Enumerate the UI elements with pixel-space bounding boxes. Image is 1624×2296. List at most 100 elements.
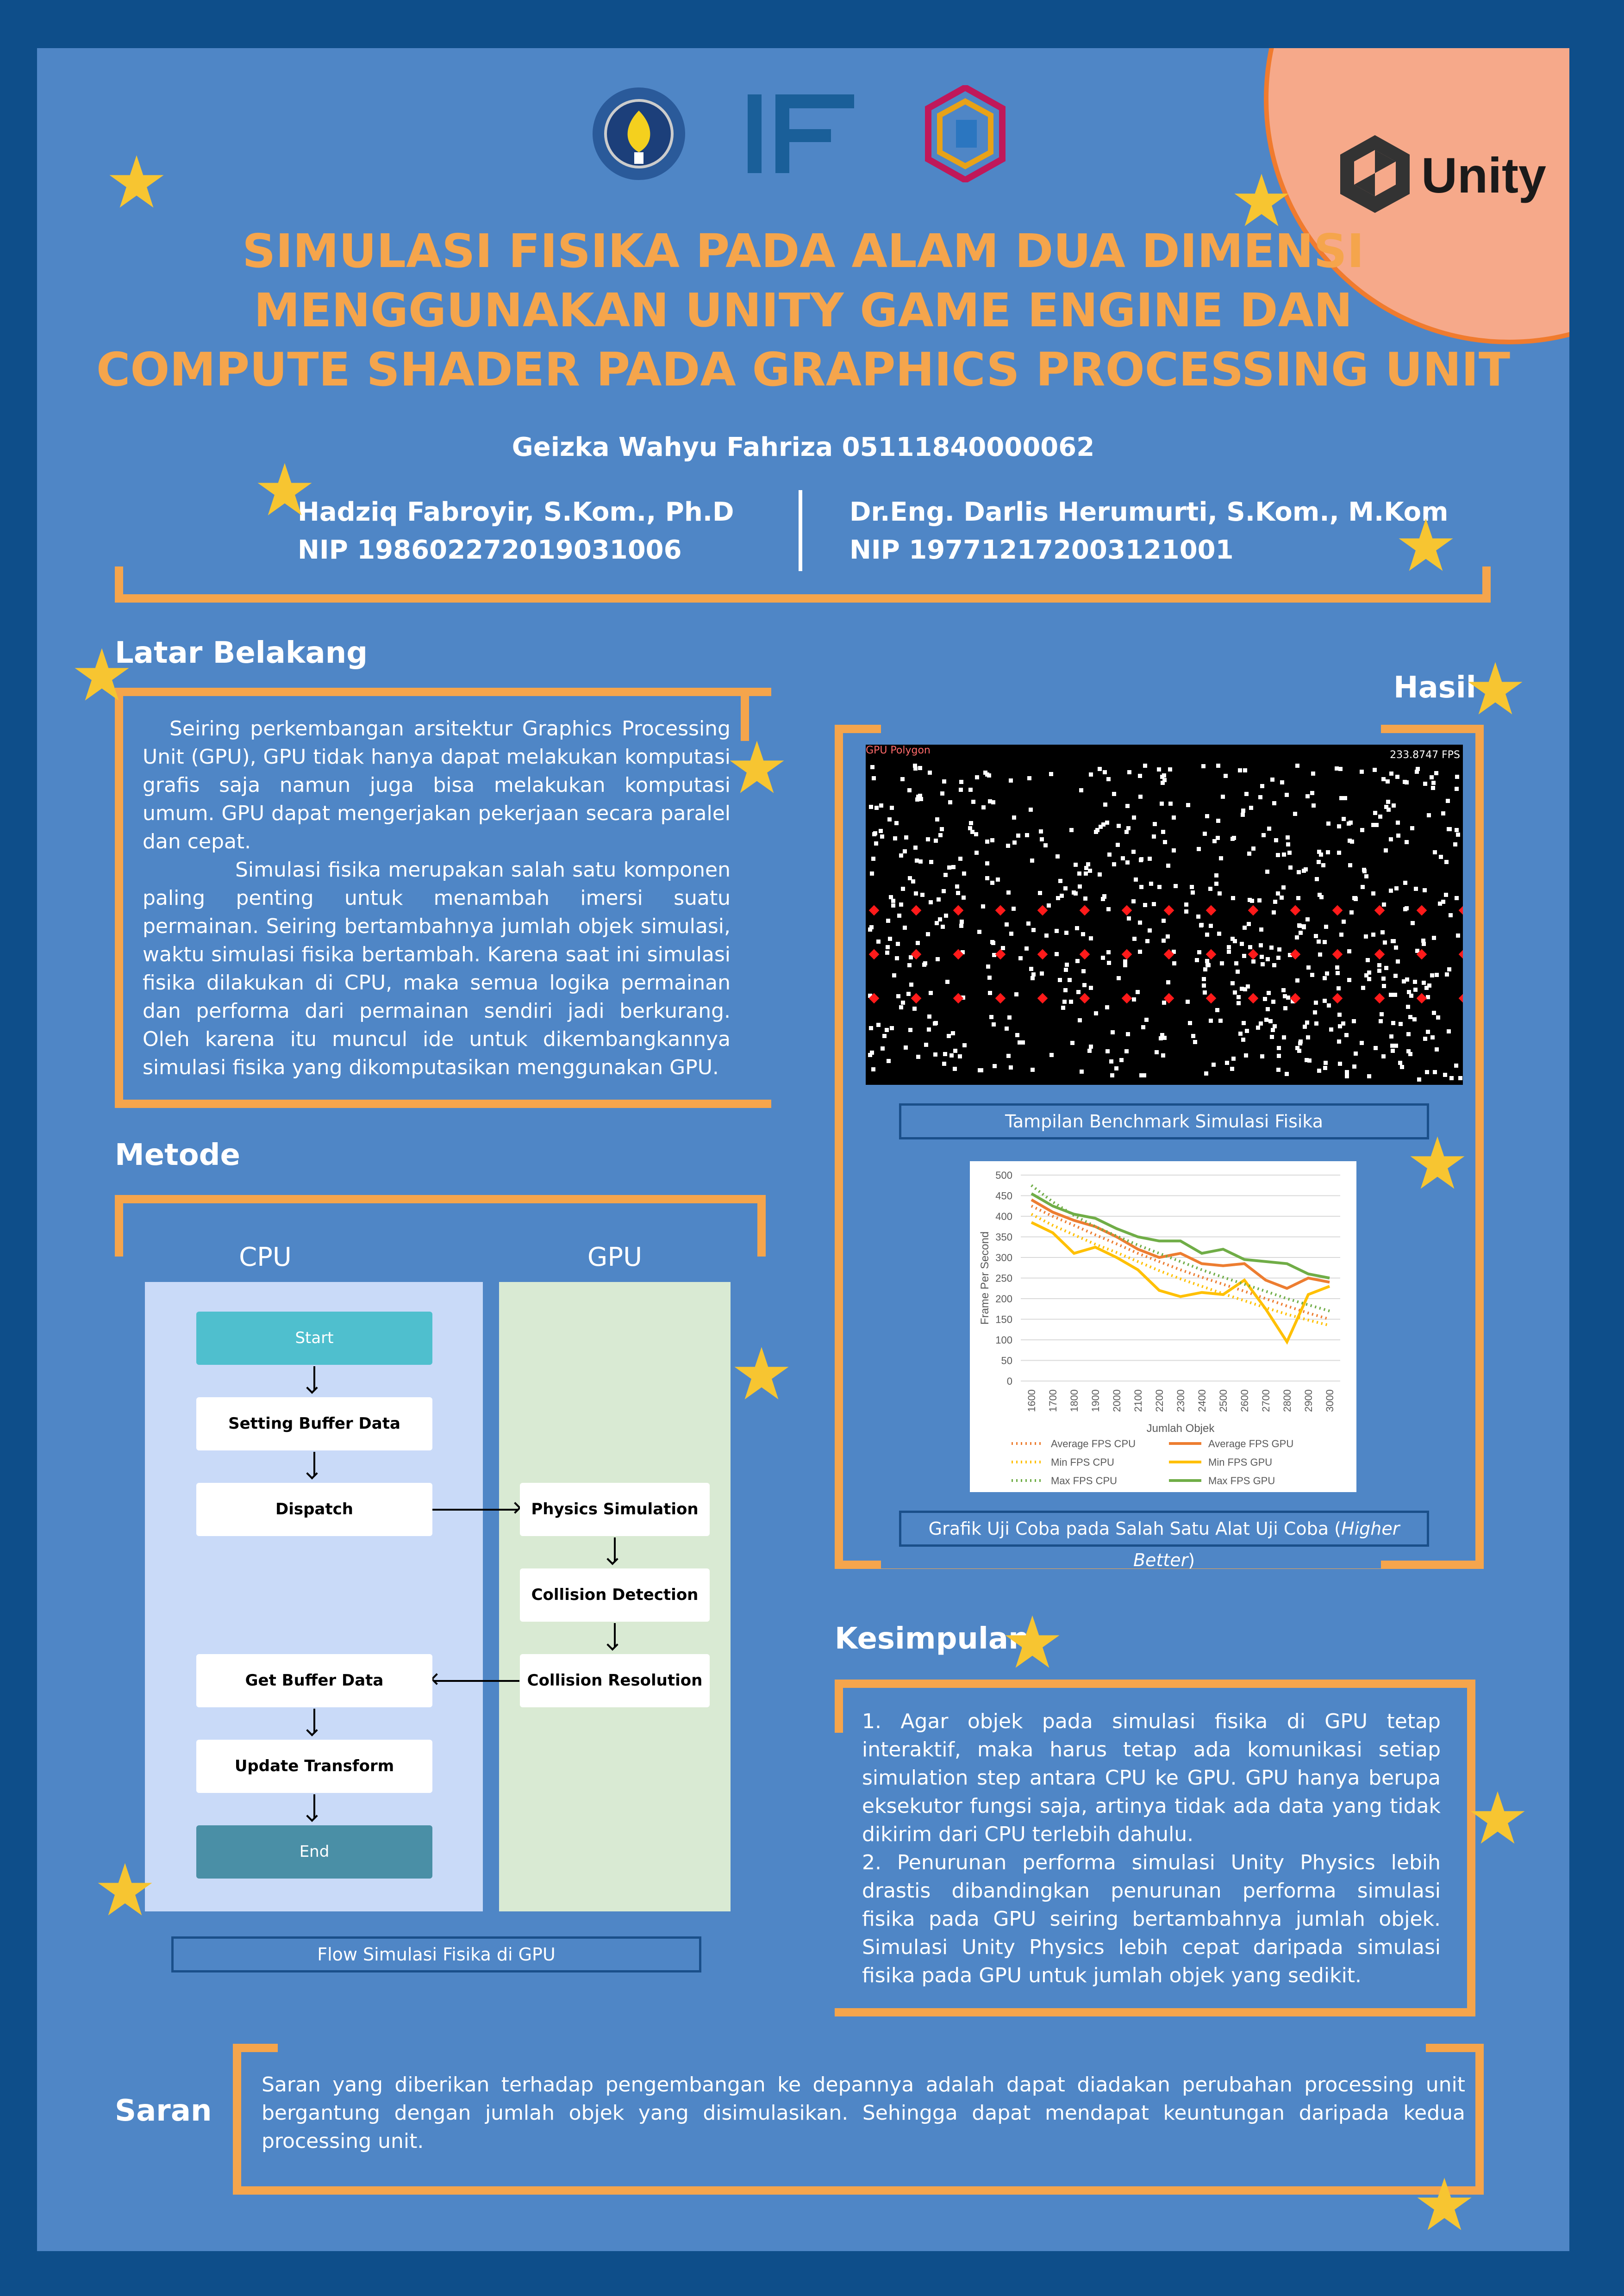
collision-detection-node: Collision Detection xyxy=(520,1568,710,1622)
particle xyxy=(1405,840,1409,844)
particle xyxy=(1144,1018,1149,1022)
particle xyxy=(916,1055,920,1059)
chart-caption: Grafik Uji Coba pada Salah Satu Alat Uji… xyxy=(899,1511,1429,1570)
particle xyxy=(1250,899,1254,903)
particle xyxy=(1272,910,1276,915)
particle xyxy=(948,800,952,804)
particle xyxy=(1191,1034,1195,1038)
particle xyxy=(1307,1058,1312,1063)
series-line xyxy=(1031,1198,1330,1290)
particle xyxy=(1265,870,1269,874)
particle xyxy=(977,930,981,934)
particle xyxy=(1143,903,1147,907)
particle xyxy=(1006,1054,1011,1058)
particle xyxy=(1281,885,1286,890)
particle xyxy=(897,914,901,918)
poster-panel: Unity SIMULASI FISIKA PADA ALAM DUA DIME… xyxy=(37,48,1569,2251)
particle xyxy=(927,1014,931,1019)
particle xyxy=(1107,961,1111,965)
particle xyxy=(951,865,956,869)
particle xyxy=(1012,907,1016,911)
particle xyxy=(1065,963,1069,967)
static-obstacle xyxy=(1163,905,1174,916)
particle xyxy=(1201,764,1206,768)
particle xyxy=(1455,896,1459,900)
star-icon xyxy=(1468,662,1523,715)
particle xyxy=(1027,776,1031,780)
particle xyxy=(1414,887,1418,891)
particle xyxy=(1445,972,1449,977)
particle xyxy=(1152,902,1156,906)
particle xyxy=(887,1059,891,1063)
particle xyxy=(1427,813,1431,817)
particle xyxy=(1112,862,1116,866)
particle xyxy=(1221,795,1225,799)
particle xyxy=(1103,770,1107,774)
particle xyxy=(1381,1054,1386,1058)
particle xyxy=(1260,784,1264,788)
static-obstacle xyxy=(911,993,922,1004)
particle xyxy=(1393,993,1397,997)
particle xyxy=(955,884,959,889)
particle xyxy=(1283,994,1287,998)
particle xyxy=(920,893,924,897)
particle xyxy=(1318,952,1322,957)
arrow-physics-collision xyxy=(614,1537,616,1562)
particle xyxy=(985,840,989,844)
particle xyxy=(1225,1061,1229,1065)
particle xyxy=(1186,803,1190,807)
supervisor-2-name: Dr.Eng. Darlis Herumurti, S.Kom., M.Kom xyxy=(849,497,1449,527)
particle xyxy=(1029,967,1033,971)
particle xyxy=(1276,1068,1280,1072)
particle xyxy=(1433,1070,1437,1074)
particle xyxy=(900,777,905,781)
particle xyxy=(1056,854,1060,859)
particle xyxy=(1168,767,1172,772)
fps-readout: 233.8747 FPS xyxy=(1390,749,1460,761)
particle xyxy=(1436,1015,1440,1020)
particle xyxy=(1243,926,1247,930)
particle xyxy=(1295,935,1299,940)
particle xyxy=(1323,1066,1327,1070)
particle-field xyxy=(868,764,1463,1082)
particle xyxy=(1110,1073,1114,1077)
star-icon xyxy=(109,155,164,208)
title-line-1: SIMULASI FISIKA PADA ALAM DUA DIMENSI xyxy=(242,224,1364,278)
static-obstacle xyxy=(953,949,964,960)
particle xyxy=(1248,898,1252,902)
particle xyxy=(935,817,939,821)
particle xyxy=(918,794,922,798)
particle xyxy=(1329,1027,1333,1032)
particle xyxy=(1172,961,1176,965)
particle xyxy=(1380,1012,1384,1016)
particle xyxy=(1373,768,1377,772)
particle xyxy=(940,827,944,831)
particle xyxy=(1018,1040,1022,1045)
particle xyxy=(1217,932,1221,936)
particle xyxy=(1403,780,1407,784)
particle xyxy=(1456,833,1460,837)
particle xyxy=(1134,877,1138,882)
particle xyxy=(1029,808,1033,812)
legend-label: Max FPS GPU xyxy=(1208,1475,1275,1487)
star-icon xyxy=(257,463,312,516)
particle xyxy=(1162,1001,1166,1005)
static-obstacle xyxy=(1121,949,1132,960)
particle xyxy=(1031,1068,1035,1072)
particle xyxy=(1063,886,1068,890)
particle xyxy=(1276,956,1280,960)
chart-caption-prefix: Grafik Uji Coba pada Salah Satu Alat Uji… xyxy=(928,1518,1341,1539)
particle xyxy=(937,897,941,902)
arrow-update-end xyxy=(313,1794,315,1818)
particle xyxy=(1293,812,1297,816)
particle xyxy=(1272,963,1276,967)
star-icon xyxy=(730,740,784,793)
particle xyxy=(1379,1019,1383,1023)
supervisor-1-nip: NIP 198602272019031006 xyxy=(298,535,682,565)
particle xyxy=(1204,1071,1208,1076)
particle xyxy=(869,1026,873,1030)
particle xyxy=(1063,988,1068,992)
static-obstacle xyxy=(1290,949,1301,960)
particle xyxy=(1337,986,1341,990)
particle xyxy=(1382,902,1386,907)
